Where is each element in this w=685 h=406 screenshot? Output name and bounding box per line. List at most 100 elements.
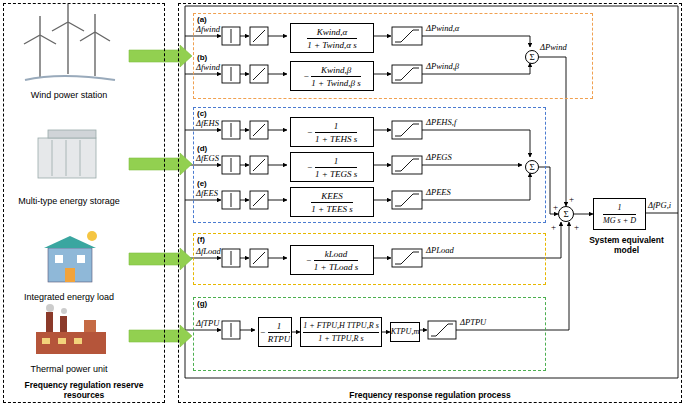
- flow-arrow: [129, 45, 192, 67]
- minus-sign: −: [260, 327, 266, 337]
- numerator: Kwind,β: [321, 65, 351, 75]
- flow-arrow: [129, 248, 192, 270]
- fraction: 1 1 + TEHS s: [315, 121, 357, 144]
- system-model-block: 1MG s + DSystem equivalent model: [593, 198, 646, 230]
- resource-item: Wind power station: [9, 9, 129, 101]
- sum-sign: Σ: [529, 53, 534, 62]
- resource-group: (f) − kLoad 1 + TLoad s: [193, 233, 546, 285]
- minus-sign: −: [307, 162, 313, 172]
- transfer-function-block: KTPU,m: [390, 322, 420, 342]
- denominator: 1 + TTPU,R s: [318, 334, 364, 344]
- fraction-bar: [315, 167, 357, 168]
- transfer-function-block: 1 + FTPU,H TTPU,R s 1 + TTPU,R s: [300, 317, 382, 347]
- fraction: 1MG s + D: [603, 203, 636, 226]
- sign-label: +: [553, 202, 558, 212]
- fraction: 1RTPU: [268, 321, 291, 344]
- thermal-plant: [36, 304, 106, 354]
- sum-sign: Σ: [529, 163, 534, 172]
- fraction: 1 + FTPU,H TTPU,R s 1 + TTPU,R s: [303, 321, 379, 344]
- resource-group: (g)−1RTPU1 + FTPU,H TTPU,R s1 + TTPU,R s…: [193, 297, 546, 371]
- denominator: 1 + TLoad s: [314, 262, 358, 272]
- numerator: KEES: [321, 191, 343, 201]
- group-letter: (b): [197, 53, 207, 62]
- signal-label: ΔfTPU: [196, 318, 219, 328]
- fraction-bar: [315, 132, 357, 133]
- resource-group: (a) (b) Kwind,α 1 + Twind,α s − Kwind,β 1 + Tw…: [193, 13, 593, 99]
- flow-arrow: [129, 153, 192, 175]
- transfer-function-block: −1RTPU: [258, 317, 292, 347]
- fraction-bar: [603, 214, 636, 215]
- fraction-bar: [307, 38, 357, 39]
- minus-sign: −: [307, 127, 313, 137]
- signal-label: ΔPEGS: [426, 152, 452, 162]
- group-letter: (a): [197, 15, 207, 24]
- signal-label: ΔfEHS: [196, 118, 219, 128]
- signal-label: ΔfEES: [196, 188, 218, 198]
- denominator: 1 + TEES s: [311, 204, 352, 214]
- summing-junction: Σ: [525, 50, 539, 64]
- signal-label: Δfwind: [196, 24, 220, 34]
- fraction-bar: [311, 202, 352, 203]
- signal-label: ΔPEHS,f: [426, 117, 456, 127]
- gain: KTPU,m: [391, 327, 420, 337]
- numerator: kLoad: [325, 249, 348, 259]
- signal-label: ΔPwind,β: [426, 61, 459, 71]
- panel-title: Frequency regulation reserve resources: [4, 380, 164, 400]
- signal-connector: [292, 332, 300, 333]
- group-letter: (e): [197, 179, 207, 188]
- signal-label: ΔfEGS: [196, 153, 219, 163]
- sign-label: +: [574, 222, 579, 232]
- resource-label: Wind power station: [9, 90, 129, 100]
- signal-connector: [574, 214, 593, 215]
- storage-cabinets: [38, 130, 96, 178]
- denominator: 1 + Twind,α s: [307, 40, 357, 50]
- region-panel: Frequency regulation reserve resources Wi…: [3, 3, 165, 403]
- resource-label: Integrated energy load: [9, 292, 129, 302]
- transfer-function-block: KEES 1 + TEES s: [290, 187, 374, 217]
- fraction: Kwind,α 1 + Twind,α s: [307, 27, 357, 50]
- numerator: Kwind,α: [317, 27, 347, 37]
- signal-label: ΔfLoad: [196, 246, 221, 256]
- numerator: 1: [334, 121, 339, 131]
- transfer-function-block: − kLoad 1 + TLoad s: [290, 245, 374, 275]
- sign-label: +: [569, 194, 574, 204]
- denominator: 1 + TEGS s: [315, 169, 357, 179]
- signal-label: ΔPwind,α: [426, 23, 459, 33]
- fraction: kLoad 1 + TLoad s: [314, 249, 358, 272]
- fraction-bar: [268, 332, 291, 333]
- signal-label: ΔPLoad: [426, 245, 454, 255]
- numerator: 1: [277, 321, 282, 331]
- minus-sign: −: [303, 71, 309, 81]
- signal-label: ΔPTPU: [460, 317, 486, 327]
- group-letter: (c): [197, 109, 207, 118]
- signal-connector: [539, 167, 558, 214]
- denominator: 1 + Twind,β s: [311, 78, 360, 88]
- signal-label: ΔPwind: [540, 42, 567, 52]
- panel-title: Frequency response regulation process: [179, 390, 681, 400]
- minus-sign: −: [306, 255, 312, 265]
- numerator: 1 + FTPU,H TTPU,R s: [303, 321, 379, 331]
- signal-connector: [539, 57, 566, 206]
- denominator: RTPU: [268, 334, 291, 344]
- denominator: 1 + TEHS s: [315, 134, 357, 144]
- block-caption: System equivalent model: [585, 235, 669, 255]
- numerator: 1: [334, 156, 339, 166]
- sum-sign: Σ: [563, 210, 568, 219]
- fraction-bar: [311, 76, 360, 77]
- group-letter: (d): [197, 144, 207, 153]
- transfer-function-block: − Kwind,β 1 + Twind,β s: [290, 61, 374, 91]
- signal-label: ΔPEES: [426, 187, 451, 197]
- resource-item: Integrated energy load: [9, 227, 129, 303]
- signal-connector: [382, 332, 390, 333]
- denominator: MG s + D: [603, 216, 636, 226]
- flow-arrow: [129, 325, 192, 347]
- signal-label: Δfwind: [196, 62, 220, 72]
- fraction-bar: [303, 332, 379, 333]
- fraction: KEES 1 + TEES s: [311, 191, 352, 214]
- group-letter: (f): [197, 235, 205, 244]
- signal-label: ΔfPG,i: [648, 200, 671, 210]
- summing-junction: Σ: [525, 160, 539, 174]
- fraction-bar: [314, 260, 358, 261]
- resource-group: (c)(d)(e)−11 + TEHS s−11 + TEGS sKEES1 +…: [193, 107, 546, 223]
- transfer-function-block: − 1 1 + TEGS s: [290, 152, 374, 182]
